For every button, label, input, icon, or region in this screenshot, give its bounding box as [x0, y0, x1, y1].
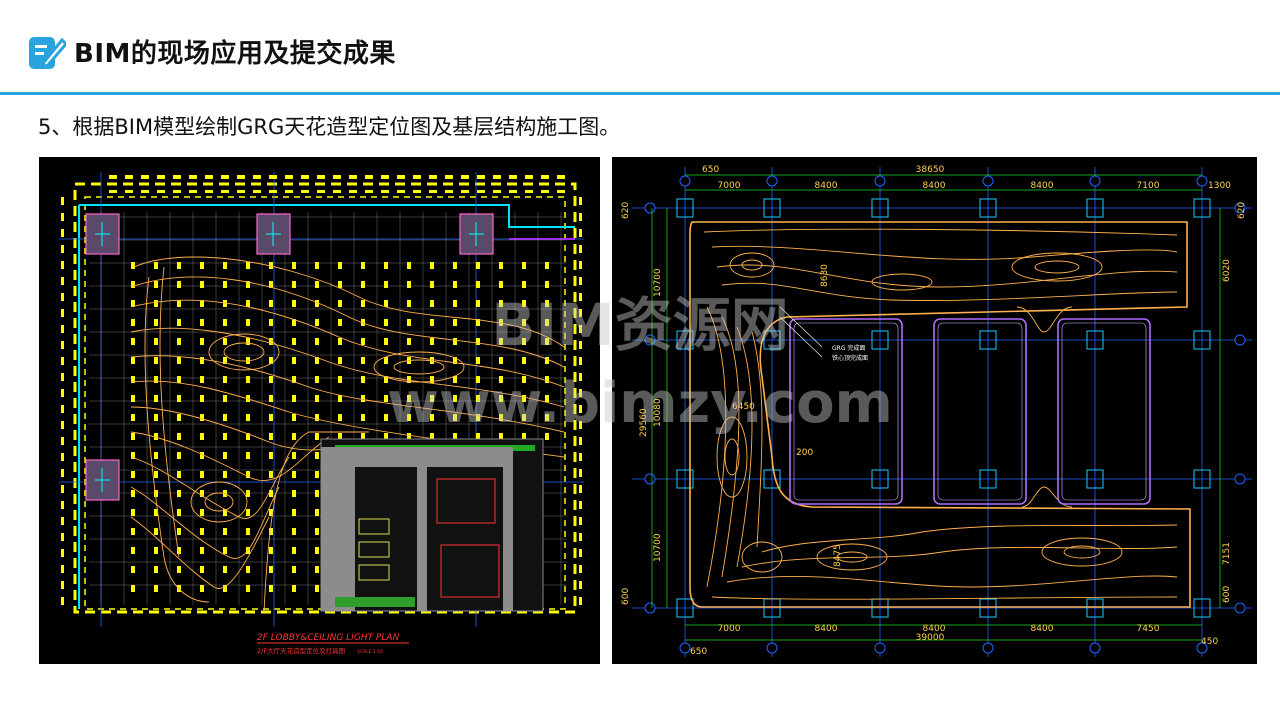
header-divider — [0, 92, 1280, 95]
dim-bottom-span-1: 7000 — [718, 624, 741, 634]
dim-right-4: 600 — [1222, 586, 1232, 603]
dim-bottom-span-2: 8400 — [815, 624, 838, 634]
page-title: BIM的现场应用及提交成果 — [74, 39, 396, 69]
edit-document-icon — [29, 37, 66, 70]
drawing-title-en: 2F LOBBY&CEILING LIGHT PLAN — [257, 633, 400, 643]
dim-left-1: 10700 — [653, 268, 663, 297]
dim-right-1: 620 — [1237, 202, 1247, 219]
note-grg-finish: GRG 完成面 — [832, 344, 865, 352]
dim-top-span-1: 7000 — [718, 181, 741, 191]
section-subtitle: 5、根据BIM模型绘制GRG天花造型定位图及基层结构施工图。 — [38, 115, 621, 139]
dim-top-span-4: 8400 — [1031, 181, 1054, 191]
dim-top-span-5: 7100 — [1137, 181, 1160, 191]
dim-left-6: 620 — [621, 202, 631, 219]
grg-ceiling-positioning-drawing: 38650 650 7000 8400 8400 8400 7100 1300 … — [612, 157, 1257, 664]
dim-bottom-left: 650 — [690, 647, 707, 657]
note-steel-finish: 铁心顶完成面 — [832, 354, 868, 362]
dim-bottom-span-3: 8400 — [923, 624, 946, 634]
dim-bottom-span-4: 8400 — [1031, 624, 1054, 634]
dim-left-mid: 10080 — [653, 398, 663, 427]
dim-right-2: 6020 — [1222, 259, 1232, 282]
slide-header: BIM的现场应用及提交成果 — [0, 0, 1280, 96]
dim-left-5: 600 — [621, 588, 631, 605]
dim-right-3: 7151 — [1222, 542, 1232, 565]
dim-bottom-total: 39000 — [916, 633, 945, 643]
dim-top-total: 38650 — [916, 165, 945, 175]
dim-top-span-2: 8400 — [815, 181, 838, 191]
dim-inner-1: 8630 — [820, 264, 830, 287]
dim-top-left: 650 — [702, 165, 719, 175]
drawing-scale: SCALE 1:50 — [357, 649, 383, 655]
drawing-title-cn: 2/F大厅天花造型定位及灯具图 — [257, 646, 345, 655]
dim-top-right: 1300 — [1208, 181, 1231, 191]
ceiling-light-plan-drawing: 2F LOBBY&CEILING LIGHT PLAN 2/F大厅天花造型定位及… — [39, 157, 600, 664]
dim-top-span-3: 8400 — [923, 181, 946, 191]
dim-inner-4: 200 — [796, 448, 813, 458]
dim-bottom-right: 450 — [1201, 637, 1218, 647]
dim-left-total: 29560 — [639, 408, 649, 437]
dim-left-3: 10700 — [653, 533, 663, 562]
dim-bottom-span-5: 7450 — [1137, 624, 1160, 634]
dim-inner-2: 6450 — [732, 402, 755, 412]
